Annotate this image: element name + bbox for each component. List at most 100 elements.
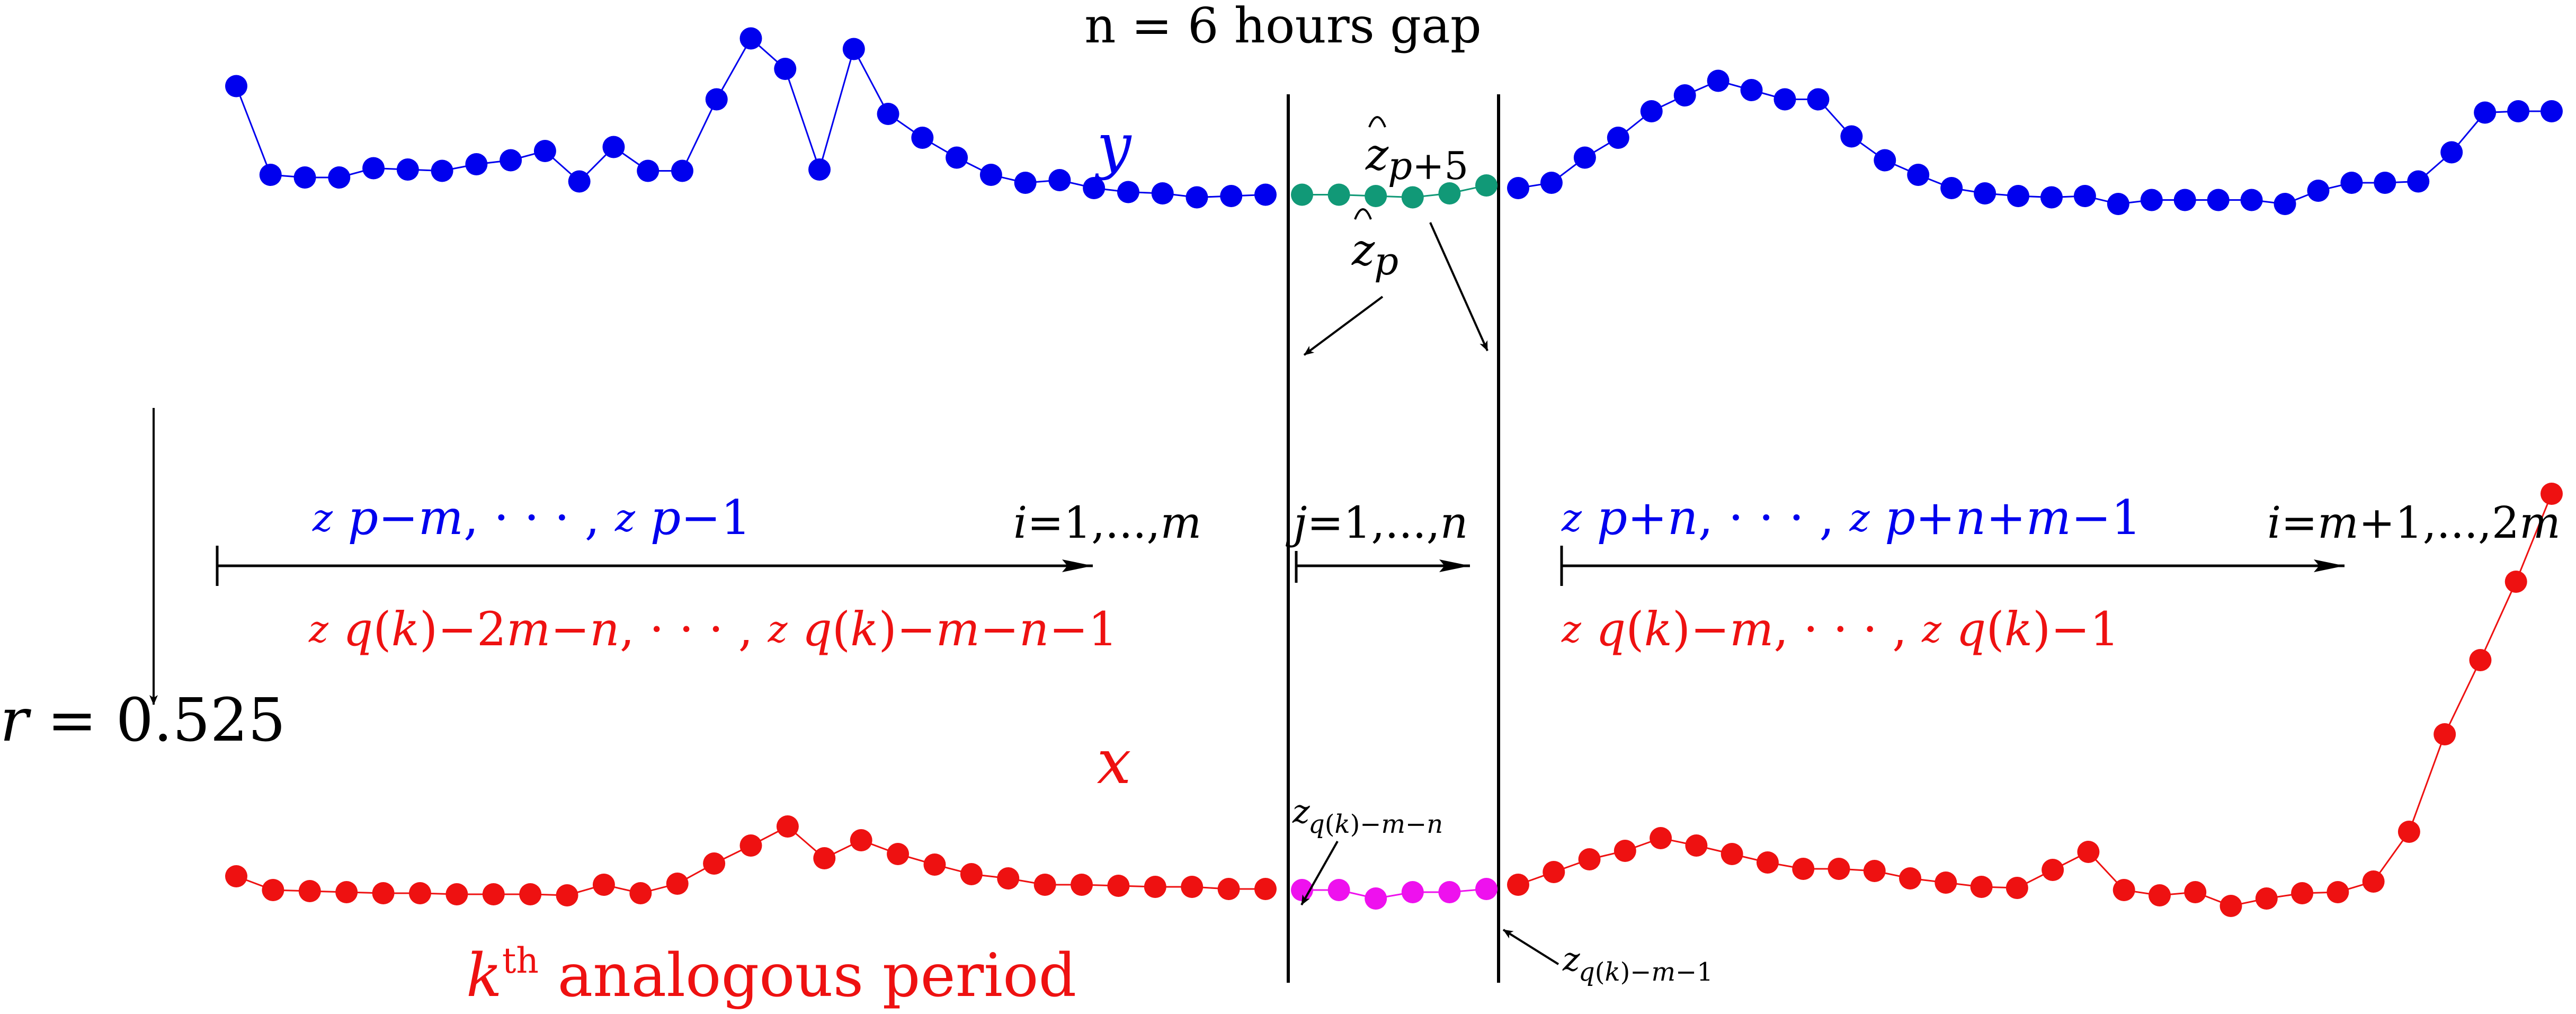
x-before-point — [1033, 874, 1056, 896]
y-after-point — [1573, 146, 1596, 169]
x-before-point — [776, 815, 799, 838]
y-before-point — [946, 146, 968, 169]
y-before-point — [362, 157, 385, 180]
x-before-point — [960, 863, 983, 885]
x-right-range: z q(k)−m, · · · , z q(k)−1 — [1561, 602, 2119, 656]
correlation-text: r = 0.525 — [0, 686, 286, 755]
y-after-point — [1607, 127, 1629, 149]
y-before-point — [568, 170, 591, 193]
y-before-point — [225, 75, 247, 97]
x-after-point — [1685, 834, 1708, 857]
x-gap-point — [1401, 881, 1424, 903]
y-before-point — [396, 158, 419, 181]
y-after-point — [2207, 189, 2230, 211]
y-after-point — [1840, 125, 1863, 148]
y-right-range: z p+n, · · · , z p+n+m−1 — [1561, 490, 2142, 546]
y-before-point — [979, 164, 1002, 186]
y-before-point — [602, 136, 625, 158]
y-before-point — [1151, 182, 1174, 204]
middle-index-range: j=1,...,n — [1286, 498, 1468, 548]
x-after-point — [2113, 879, 2135, 901]
x-after-line — [1518, 493, 2553, 907]
y-before-point — [431, 159, 453, 182]
x-before-point — [1181, 876, 1204, 898]
x-after-point — [1507, 874, 1529, 896]
x-before-point — [519, 883, 542, 905]
zhat-p5-text: p+5 — [1388, 144, 1468, 188]
y-after-point — [1773, 88, 1796, 111]
y-before-point — [877, 103, 899, 125]
y-gap-point — [1401, 186, 1424, 209]
x-before-point — [408, 882, 431, 904]
y-after-point — [1707, 69, 1730, 92]
y-before-point — [1254, 183, 1277, 206]
y-before-point — [808, 158, 831, 181]
y-before-point — [1117, 181, 1139, 203]
y-after-point — [1740, 79, 1763, 101]
z-qm1-text: q(k)−m−1 — [1579, 957, 1713, 987]
y-after-point — [2140, 189, 2163, 211]
y-after-point — [1640, 100, 1663, 122]
y-before-point — [1186, 186, 1208, 209]
y-after-point — [2007, 185, 2030, 207]
x-left-range: z q(k)−2m−n, · · · , z q(k)−m−n−1 — [308, 602, 1118, 656]
x-after-point — [2541, 483, 2563, 505]
y-before-point — [533, 140, 556, 162]
x-after-point — [1899, 867, 1922, 890]
x-after-point — [1614, 840, 1636, 862]
x-after-point — [2504, 571, 2527, 593]
y-before-point — [911, 127, 934, 149]
y-after-point — [2073, 185, 2096, 207]
x-before-point — [666, 873, 689, 895]
y-after-point — [1807, 88, 1830, 111]
y-after-point — [1940, 177, 1963, 199]
y-before-point — [637, 159, 659, 182]
x-after-point — [1578, 848, 1601, 870]
x-after-point — [1828, 858, 1850, 880]
x-before-point — [335, 881, 358, 903]
x-gap-point — [1365, 887, 1387, 910]
z-qmn-text: q(k)−m−n — [1308, 810, 1443, 839]
x-after-point — [1721, 843, 1743, 865]
z-qm1-annotation: z q(k)−m−1 — [1502, 929, 1713, 987]
svg-text:z: z — [1292, 792, 1310, 831]
x-after-point — [1935, 871, 1957, 894]
y-before-point — [465, 153, 488, 175]
zhat-p-annotation: z p — [1303, 208, 1398, 356]
x-before-point — [372, 882, 395, 904]
y-before-point — [328, 166, 351, 189]
y-before-point — [739, 27, 762, 50]
x-after-point — [2362, 870, 2385, 893]
x-after-point — [2184, 881, 2207, 903]
y-before-point — [1014, 172, 1037, 194]
y-after-point — [2374, 172, 2396, 194]
y-after-point — [1540, 172, 1563, 194]
x-after-point — [2005, 877, 2028, 899]
svg-text:z: z — [1562, 940, 1580, 979]
right-index-range: i=m+1,...,2m — [2267, 498, 2561, 548]
y-after-point — [2541, 100, 2563, 122]
y-after-point — [2407, 170, 2430, 193]
x-before-point — [445, 883, 468, 905]
y-after-point — [1907, 164, 1930, 186]
y-after-point — [2307, 180, 2330, 202]
y-after-point — [2507, 100, 2530, 122]
x-before-point — [298, 880, 321, 902]
y-gap-point — [1438, 182, 1461, 204]
x-after-point — [1970, 876, 1993, 898]
x-before-point — [703, 852, 726, 875]
x-after-point — [2469, 649, 2492, 671]
y-after-point — [1974, 182, 1996, 204]
x-before-point — [262, 879, 284, 901]
y-after-point — [2040, 186, 2063, 209]
x-before-point — [1071, 874, 1093, 896]
x-after-point — [2077, 841, 2100, 863]
title: n = 6 hours gap — [1084, 0, 1482, 54]
y-after-point — [2274, 193, 2296, 215]
y-after-point — [1874, 149, 1896, 172]
y-before-point — [671, 159, 693, 182]
y-after-point — [1507, 177, 1529, 199]
x-series — [225, 483, 2563, 917]
